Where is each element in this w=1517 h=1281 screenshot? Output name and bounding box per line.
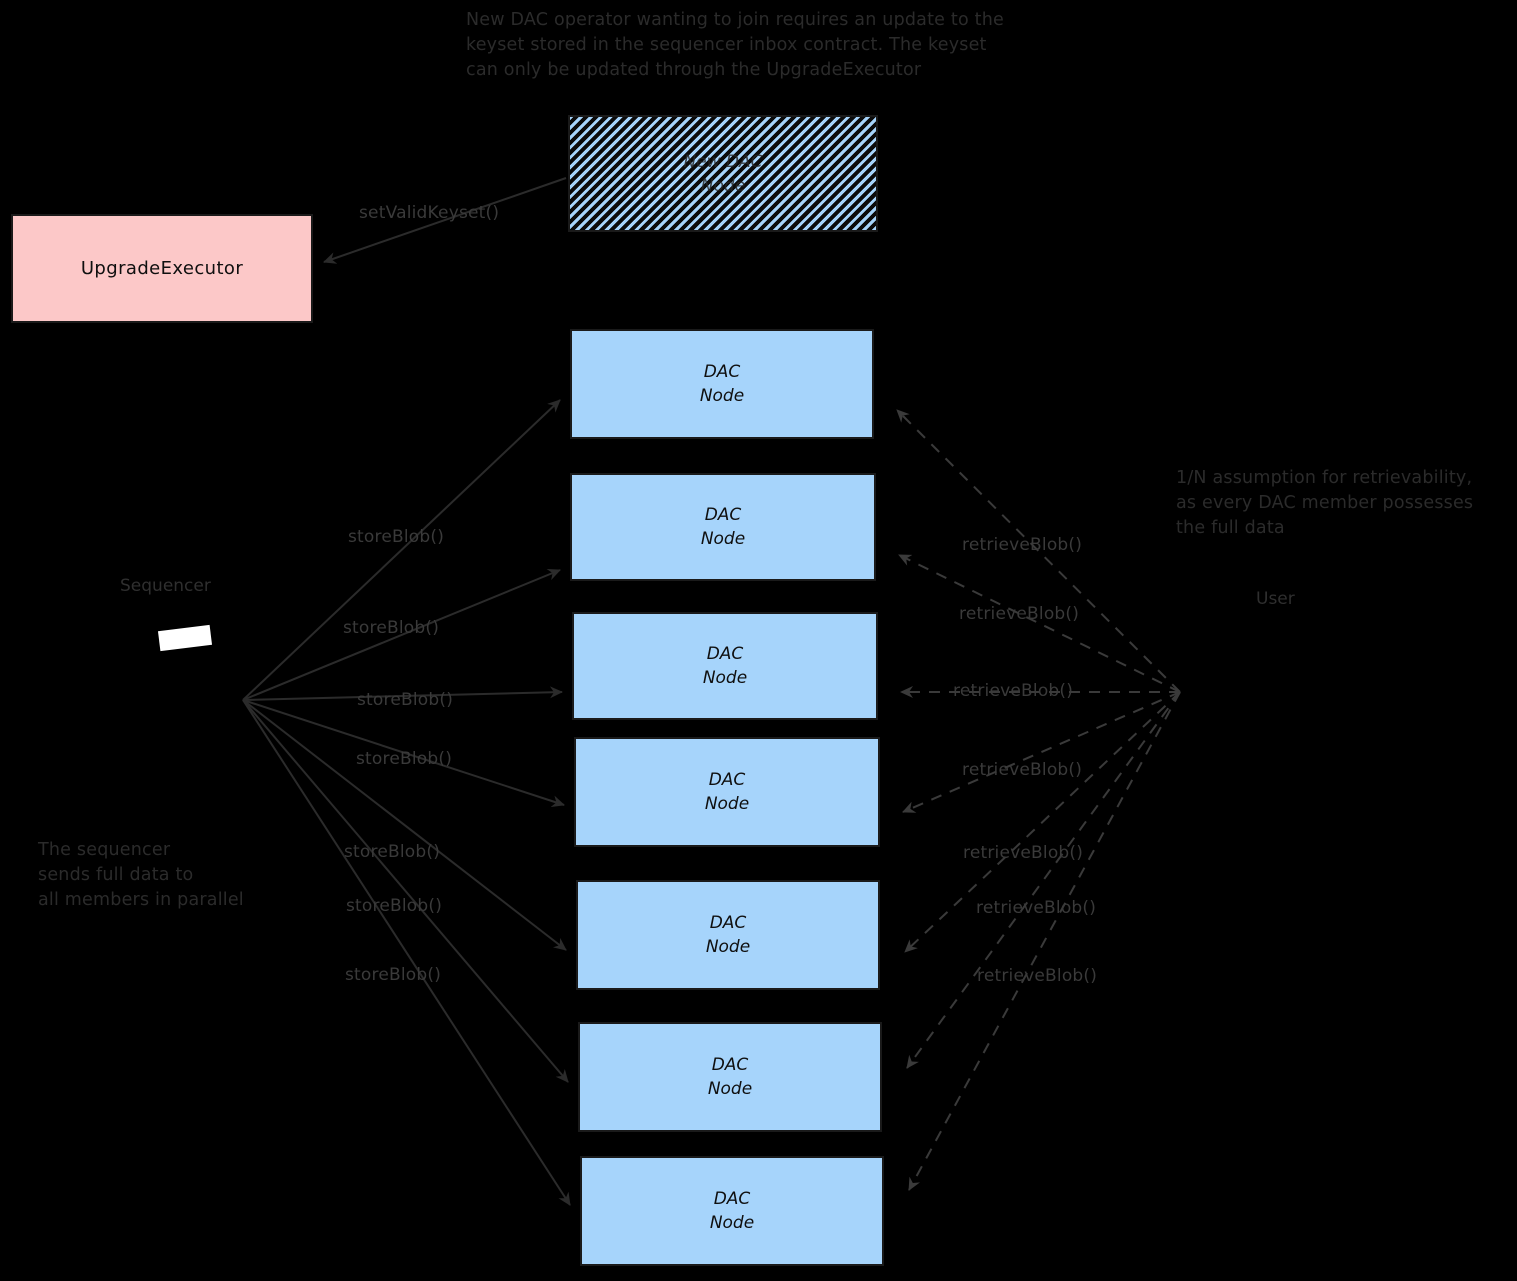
edge-label-store-blob-7: storeBlob(): [345, 965, 442, 985]
edge-retrieve-blob-1: [896, 409, 1181, 693]
edge-label-store-blob-5: storeBlob(): [344, 842, 441, 862]
edge-store-blob-5: [242, 699, 567, 951]
edge-label-retrieve-blob-7: retrieveBlob(): [977, 966, 1098, 986]
note-top: New DAC operator wanting to join require…: [466, 10, 1004, 80]
edge-label-retrieve-blob-3: retrieveBlob(): [953, 681, 1074, 701]
edge-label-retrieve-blob-6: retrieveBlob(): [976, 898, 1097, 918]
edge-label-store-blob-6: storeBlob(): [346, 896, 443, 916]
upgrade-executor-box[interactable]: UpgradeExecutor: [11, 214, 313, 323]
dac-node-label-1: DAC Node: [699, 362, 745, 406]
edge-store-blob-1: [242, 399, 561, 701]
edge-retrieve-blob-6: [906, 691, 1181, 1069]
upgrade-executor-label: UpgradeExecutor: [80, 258, 244, 279]
edge-label-set-valid-keyset: setValidKeyset(): [359, 203, 500, 223]
new-dac-node-label: New DAC Node: [683, 151, 763, 196]
edge-retrieve-blob-4: [902, 691, 1181, 813]
dac-node-box-1[interactable]: DAC Node: [570, 329, 874, 439]
edge-label-retrieve-blob-5: retrieveBlob(): [963, 843, 1084, 863]
edge-retrieve-blob-group: [896, 409, 1181, 1191]
dac-node-label-6: DAC Node: [707, 1055, 753, 1099]
edge-retrieve-blob-7: [908, 691, 1181, 1191]
dac-node-box-5[interactable]: DAC Node: [576, 880, 880, 990]
edge-store-blob-2: [242, 569, 561, 701]
dac-node-label-4: DAC Node: [704, 770, 750, 814]
edge-label-retrieve-blob-1: retrieveBlob(): [962, 535, 1083, 555]
edge-store-blob-group: [242, 399, 571, 1206]
note-right: 1/N assumption for retrievability, as ev…: [1176, 468, 1474, 538]
dac-node-box-6[interactable]: DAC Node: [578, 1022, 882, 1132]
edge-label-retrieve-blob-2: retrieveBlob(): [959, 604, 1080, 624]
edge-label-store-blob-3: storeBlob(): [357, 690, 454, 710]
actor-label-sequencer: Sequencer: [120, 576, 211, 596]
dac-node-label-2: DAC Node: [700, 505, 746, 549]
dac-node-box-4[interactable]: DAC Node: [574, 737, 880, 847]
new-dac-node-box[interactable]: New DAC Node: [568, 115, 878, 232]
edge-set-valid-keyset: [323, 177, 567, 264]
actor-label-user: User: [1256, 589, 1295, 609]
edge-store-blob-3: [242, 686, 563, 701]
edge-store-blob-7: [242, 699, 571, 1206]
note-bottom-left: The sequencer sends full data to all mem…: [38, 840, 244, 910]
dac-node-label-7: DAC Node: [709, 1189, 755, 1233]
dac-node-label-3: DAC Node: [702, 644, 748, 688]
edge-retrieve-blob-2: [898, 554, 1181, 693]
edge-label-store-blob-1: storeBlob(): [348, 527, 445, 547]
edge-label-store-blob-4: storeBlob(): [356, 749, 453, 769]
dac-node-box-7[interactable]: DAC Node: [580, 1156, 884, 1266]
edge-store-blob-6: [242, 699, 569, 1083]
dac-node-box-3[interactable]: DAC Node: [572, 612, 878, 720]
dac-node-label-5: DAC Node: [705, 913, 751, 957]
edge-label-retrieve-blob-4: retrieveBlob(): [962, 760, 1083, 780]
edge-label-store-blob-2: storeBlob(): [343, 618, 440, 638]
dac-node-box-2[interactable]: DAC Node: [570, 473, 876, 581]
edge-store-blob-4: [242, 699, 565, 807]
edge-retrieve-blob-5: [904, 691, 1181, 953]
